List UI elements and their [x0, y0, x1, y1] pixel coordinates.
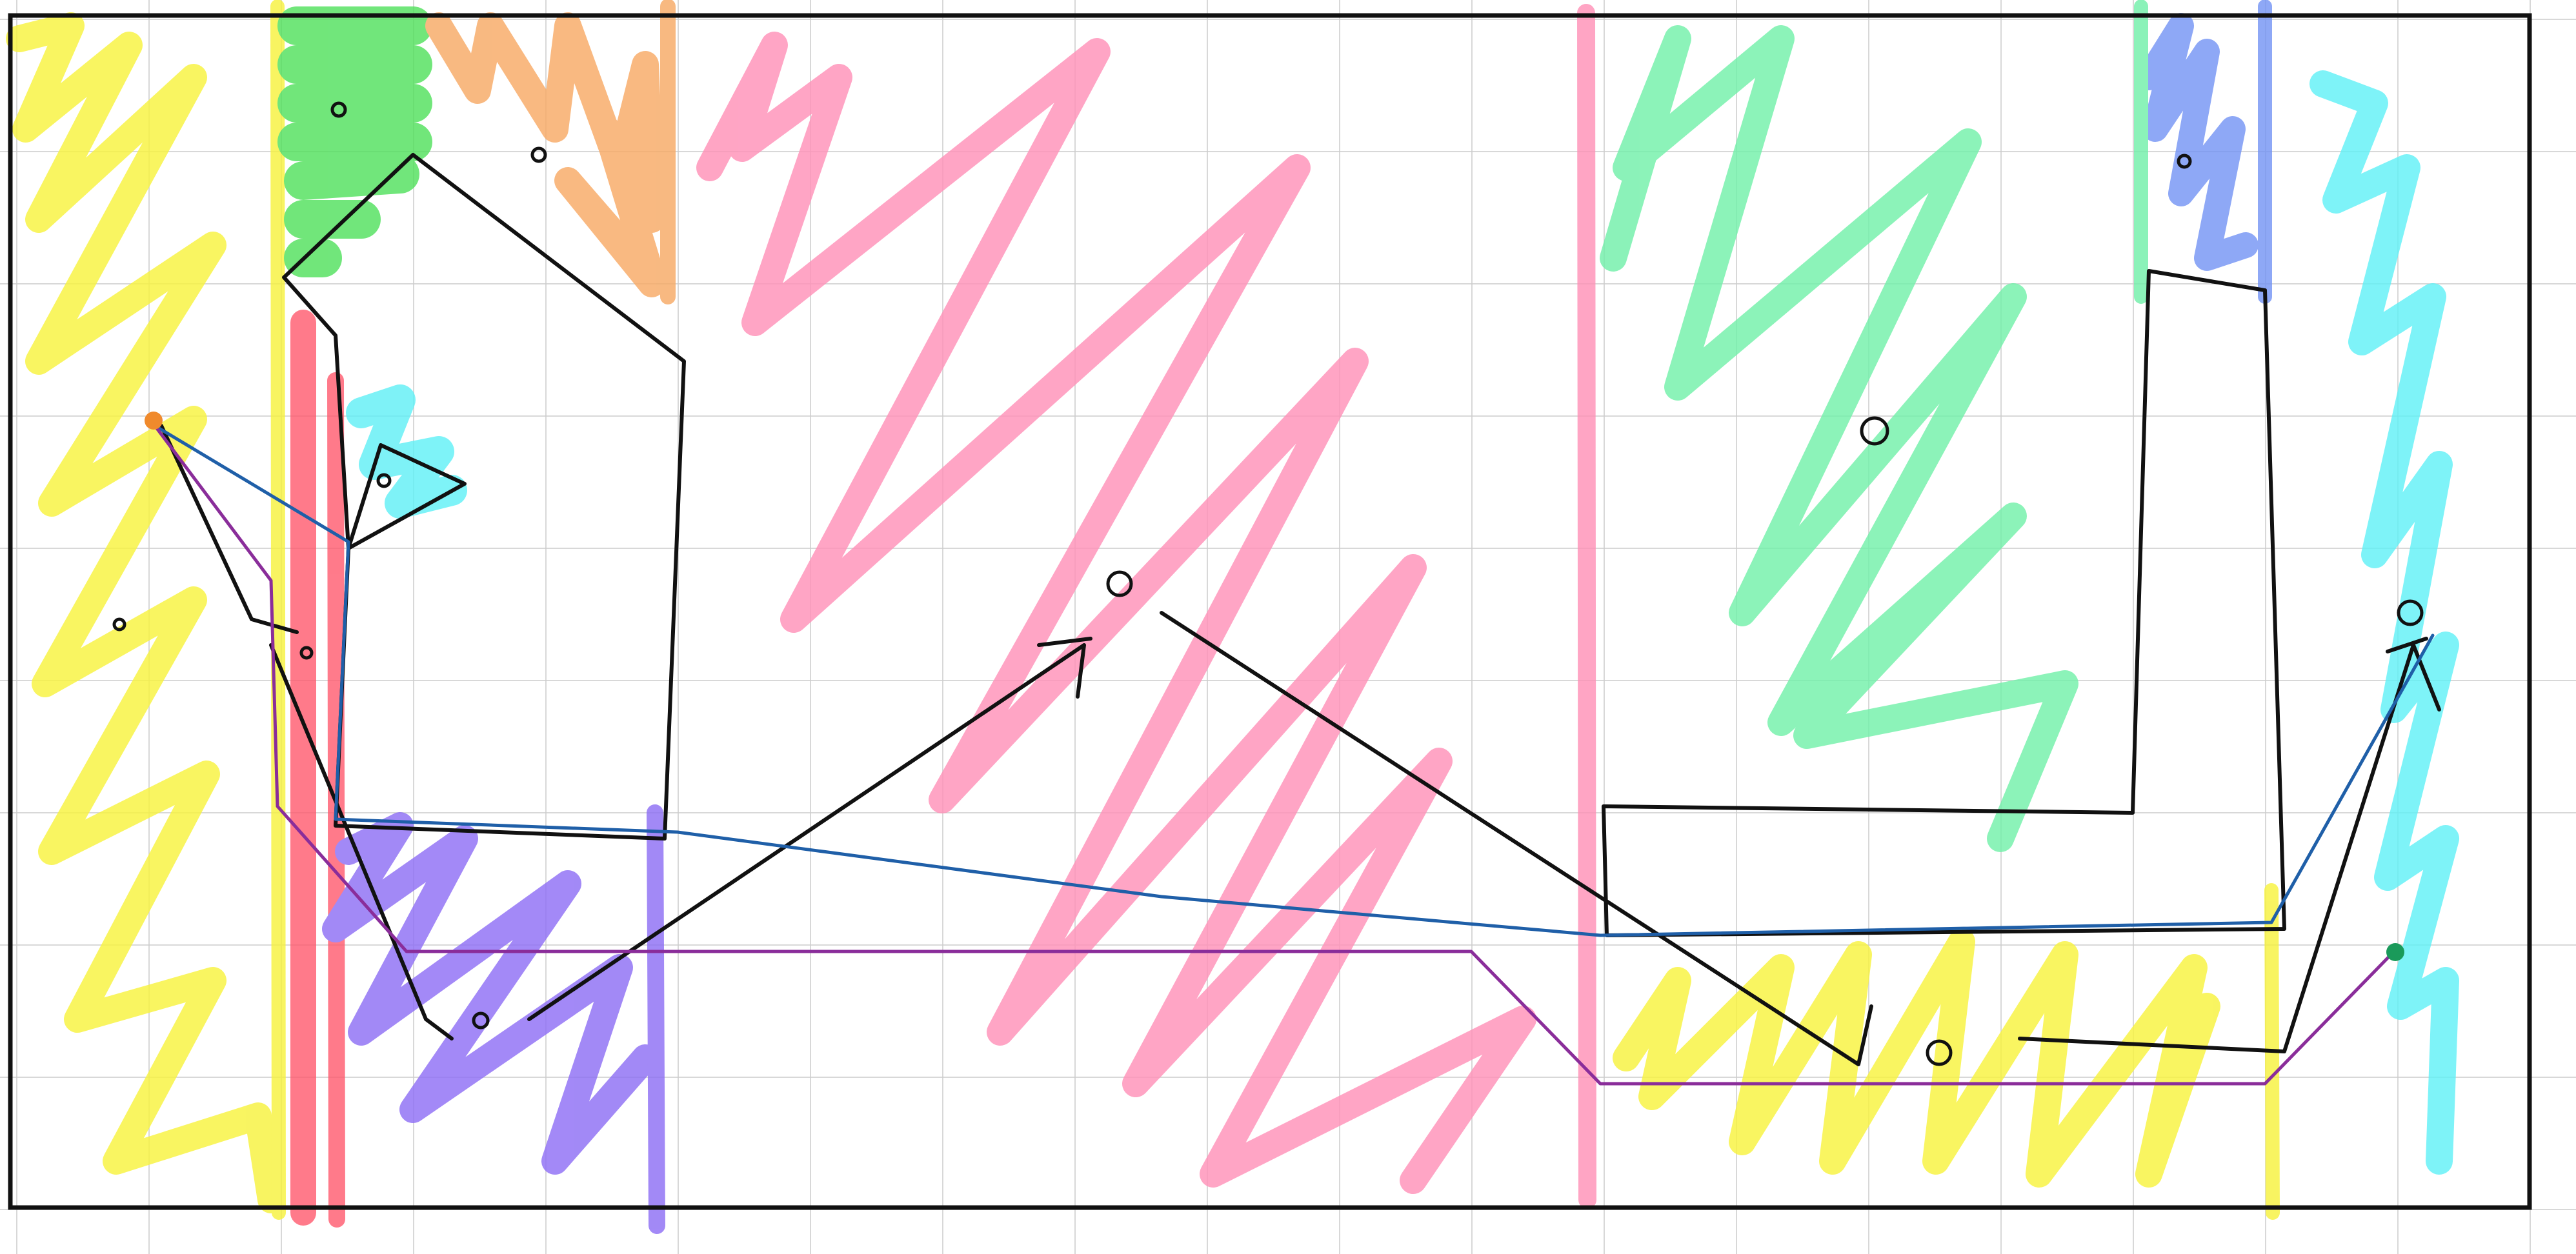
blue-scribble [2136, 13, 2259, 271]
pink-vertical-line [1577, 4, 1596, 1209]
node-marker [1926, 1039, 1953, 1066]
start-point-marker[interactable] [145, 412, 163, 430]
yellow-scribble-left [6, 12, 285, 1213]
node-marker [330, 101, 347, 118]
blue-route-line [153, 424, 2435, 937]
node-marker [472, 1011, 490, 1030]
house-outline [282, 153, 686, 841]
purple-scribble [322, 812, 659, 1175]
node-marker [112, 617, 126, 632]
node-marker [376, 473, 392, 488]
node-marker [530, 146, 547, 163]
purple-route-line [153, 424, 2396, 1086]
mint-scribble [1600, 25, 2078, 852]
frame-border [8, 13, 2532, 1210]
cyan-scribble-small [346, 384, 467, 519]
green-fill-top [277, 6, 432, 277]
yellow-line-left [270, 0, 286, 1220]
node-marker [2177, 154, 2192, 169]
ink-right-route [2018, 637, 2441, 1053]
ink-arrow-to-center [527, 637, 1092, 1021]
node-marker [1106, 570, 1133, 597]
ink-arrow-left [159, 424, 454, 1040]
orange-scribble [425, 12, 665, 297]
purple-vertical-line [647, 804, 665, 1234]
node-marker [1860, 416, 1889, 446]
end-point-marker[interactable] [2386, 943, 2404, 961]
ink-long-diagonal [1160, 611, 1873, 1066]
node-marker [2397, 599, 2424, 626]
yellow-scribble-right [1613, 928, 2220, 1188]
node-marker [299, 646, 314, 660]
cyan-scribble-right [2309, 70, 2459, 1175]
pink-scribble-large [696, 32, 1536, 1194]
